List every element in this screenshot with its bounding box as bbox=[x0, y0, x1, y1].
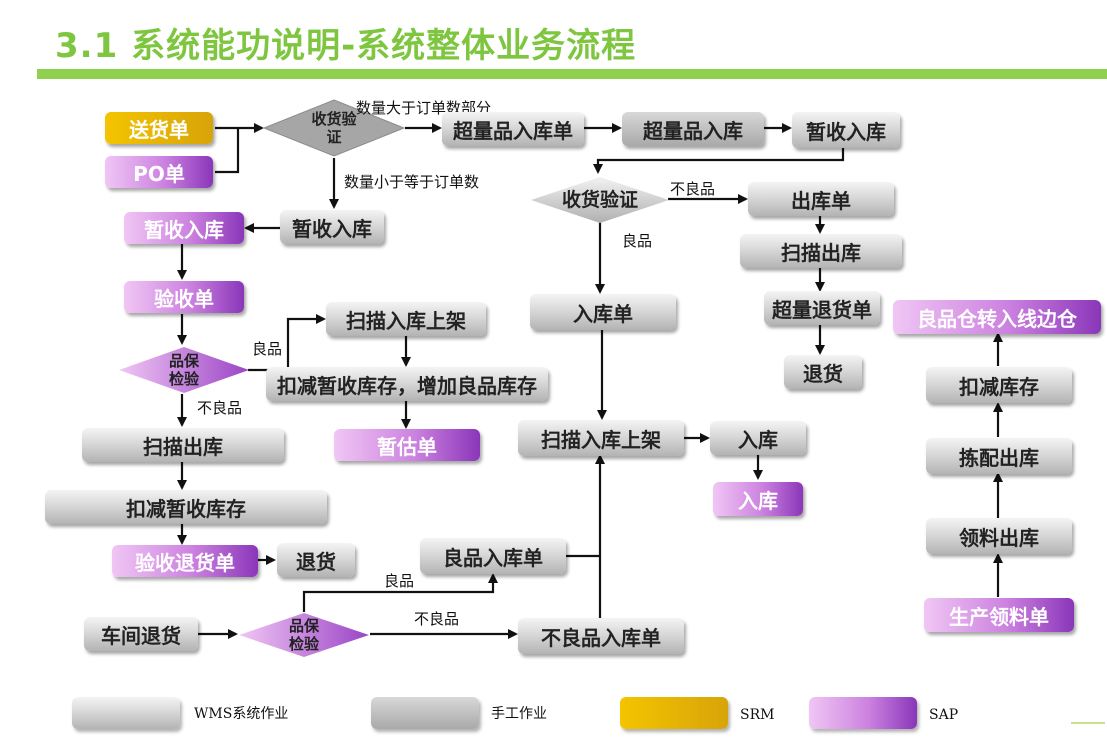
decision-line-2: 检验 bbox=[288, 635, 319, 653]
inbound-doc-node: 入库单 bbox=[530, 294, 676, 330]
deduct-add-good-stock-node: 扣减暂收库存，增加良品库存 bbox=[266, 367, 548, 401]
inbound-wms-node: 入库 bbox=[710, 421, 806, 455]
label-good-bottom: 良品 bbox=[384, 572, 415, 590]
legend-manual-label: 手工作业 bbox=[491, 706, 547, 722]
label-good-right: 良品 bbox=[622, 232, 653, 250]
acceptance-return-doc-node: 验收退货单 bbox=[112, 545, 258, 577]
decision-line-2: 证 bbox=[326, 128, 342, 146]
provisional-estimate-node: 暂估单 bbox=[334, 429, 480, 461]
inbound-sap-node: 入库 bbox=[713, 482, 803, 516]
legend-sap-swatch bbox=[809, 697, 917, 729]
material-issue-node: 领料出库 bbox=[926, 518, 1072, 554]
temp-receipt-mid-node: 暂收入库 bbox=[280, 210, 384, 244]
bad-inbound-doc-node: 不良品入库单 bbox=[518, 618, 684, 654]
legend-wms-label: WMS系统作业 bbox=[194, 706, 289, 722]
label-bad-left: 不良品 bbox=[197, 399, 243, 417]
acceptance-doc-node: 验收单 bbox=[124, 281, 244, 313]
decision-line-2: 检验 bbox=[168, 370, 199, 388]
decision-line-1: 收货验证 bbox=[561, 189, 638, 211]
legend-srm-label: SRM bbox=[740, 707, 775, 723]
temp-receipt-left-node: 暂收入库 bbox=[124, 212, 244, 244]
deduct-stock-node: 扣减库存 bbox=[926, 367, 1072, 403]
decision-line-1: 品保 bbox=[288, 617, 319, 635]
production-requisition-node: 生产领料单 bbox=[924, 598, 1074, 632]
good-inbound-doc-node: 良品入库单 bbox=[420, 538, 566, 574]
label-bad-bottom: 不良品 bbox=[414, 610, 460, 628]
return-left-node: 退货 bbox=[277, 543, 355, 577]
scan-outbound-left-node: 扫描出库 bbox=[82, 428, 284, 462]
excess-inbound-doc-node: 超量品入库单 bbox=[442, 112, 584, 146]
scan-outbound-right-node: 扫描出库 bbox=[740, 234, 902, 268]
outbound-doc-node: 出库单 bbox=[748, 182, 894, 216]
deduct-temp-stock-node: 扣减暂收库存 bbox=[45, 490, 327, 524]
corner-decoration bbox=[1071, 722, 1105, 724]
qc-inspection-decision-left: 品保检验 bbox=[118, 346, 250, 394]
po-node: PO单 bbox=[105, 156, 213, 188]
workshop-return-node: 车间退货 bbox=[84, 617, 198, 651]
delivery-note-node: 送货单 bbox=[105, 112, 213, 144]
return-right-node: 退货 bbox=[784, 355, 862, 389]
label-less-equal-order: 数量小于等于订单数 bbox=[344, 173, 480, 191]
legend-sap-label: SAP bbox=[929, 707, 959, 723]
decision-line-1: 收货验 bbox=[311, 110, 357, 128]
label-good-left: 良品 bbox=[252, 340, 283, 358]
picking-outbound-node: 拣配出库 bbox=[926, 438, 1072, 474]
excess-inbound-node: 超量品入库 bbox=[622, 112, 764, 146]
receiving-check-decision-right: 收货验证 bbox=[530, 176, 670, 224]
legend-srm-swatch bbox=[620, 697, 728, 729]
legend-manual-swatch bbox=[371, 697, 479, 729]
label-bad-right: 不良品 bbox=[670, 180, 716, 198]
qc-inspection-decision-bottom: 品保检验 bbox=[238, 612, 370, 658]
receiving-check-decision-top: 收货验证 bbox=[262, 98, 406, 158]
scan-putaway-mid-node: 扫描入库上架 bbox=[518, 420, 684, 456]
excess-return-doc-node: 超量退货单 bbox=[764, 291, 880, 325]
scan-putaway-left-node: 扫描入库上架 bbox=[326, 302, 486, 336]
decision-line-1: 品保 bbox=[168, 352, 199, 370]
temp-receipt-right-node: 暂收入库 bbox=[792, 112, 900, 148]
legend-wms-swatch bbox=[72, 697, 180, 729]
good-to-lineside-node: 良品仓转入线边仓 bbox=[893, 300, 1101, 334]
page-title: 3.1 系统能功说明-系统整体业务流程 bbox=[55, 26, 637, 66]
title-underline bbox=[37, 69, 1107, 79]
